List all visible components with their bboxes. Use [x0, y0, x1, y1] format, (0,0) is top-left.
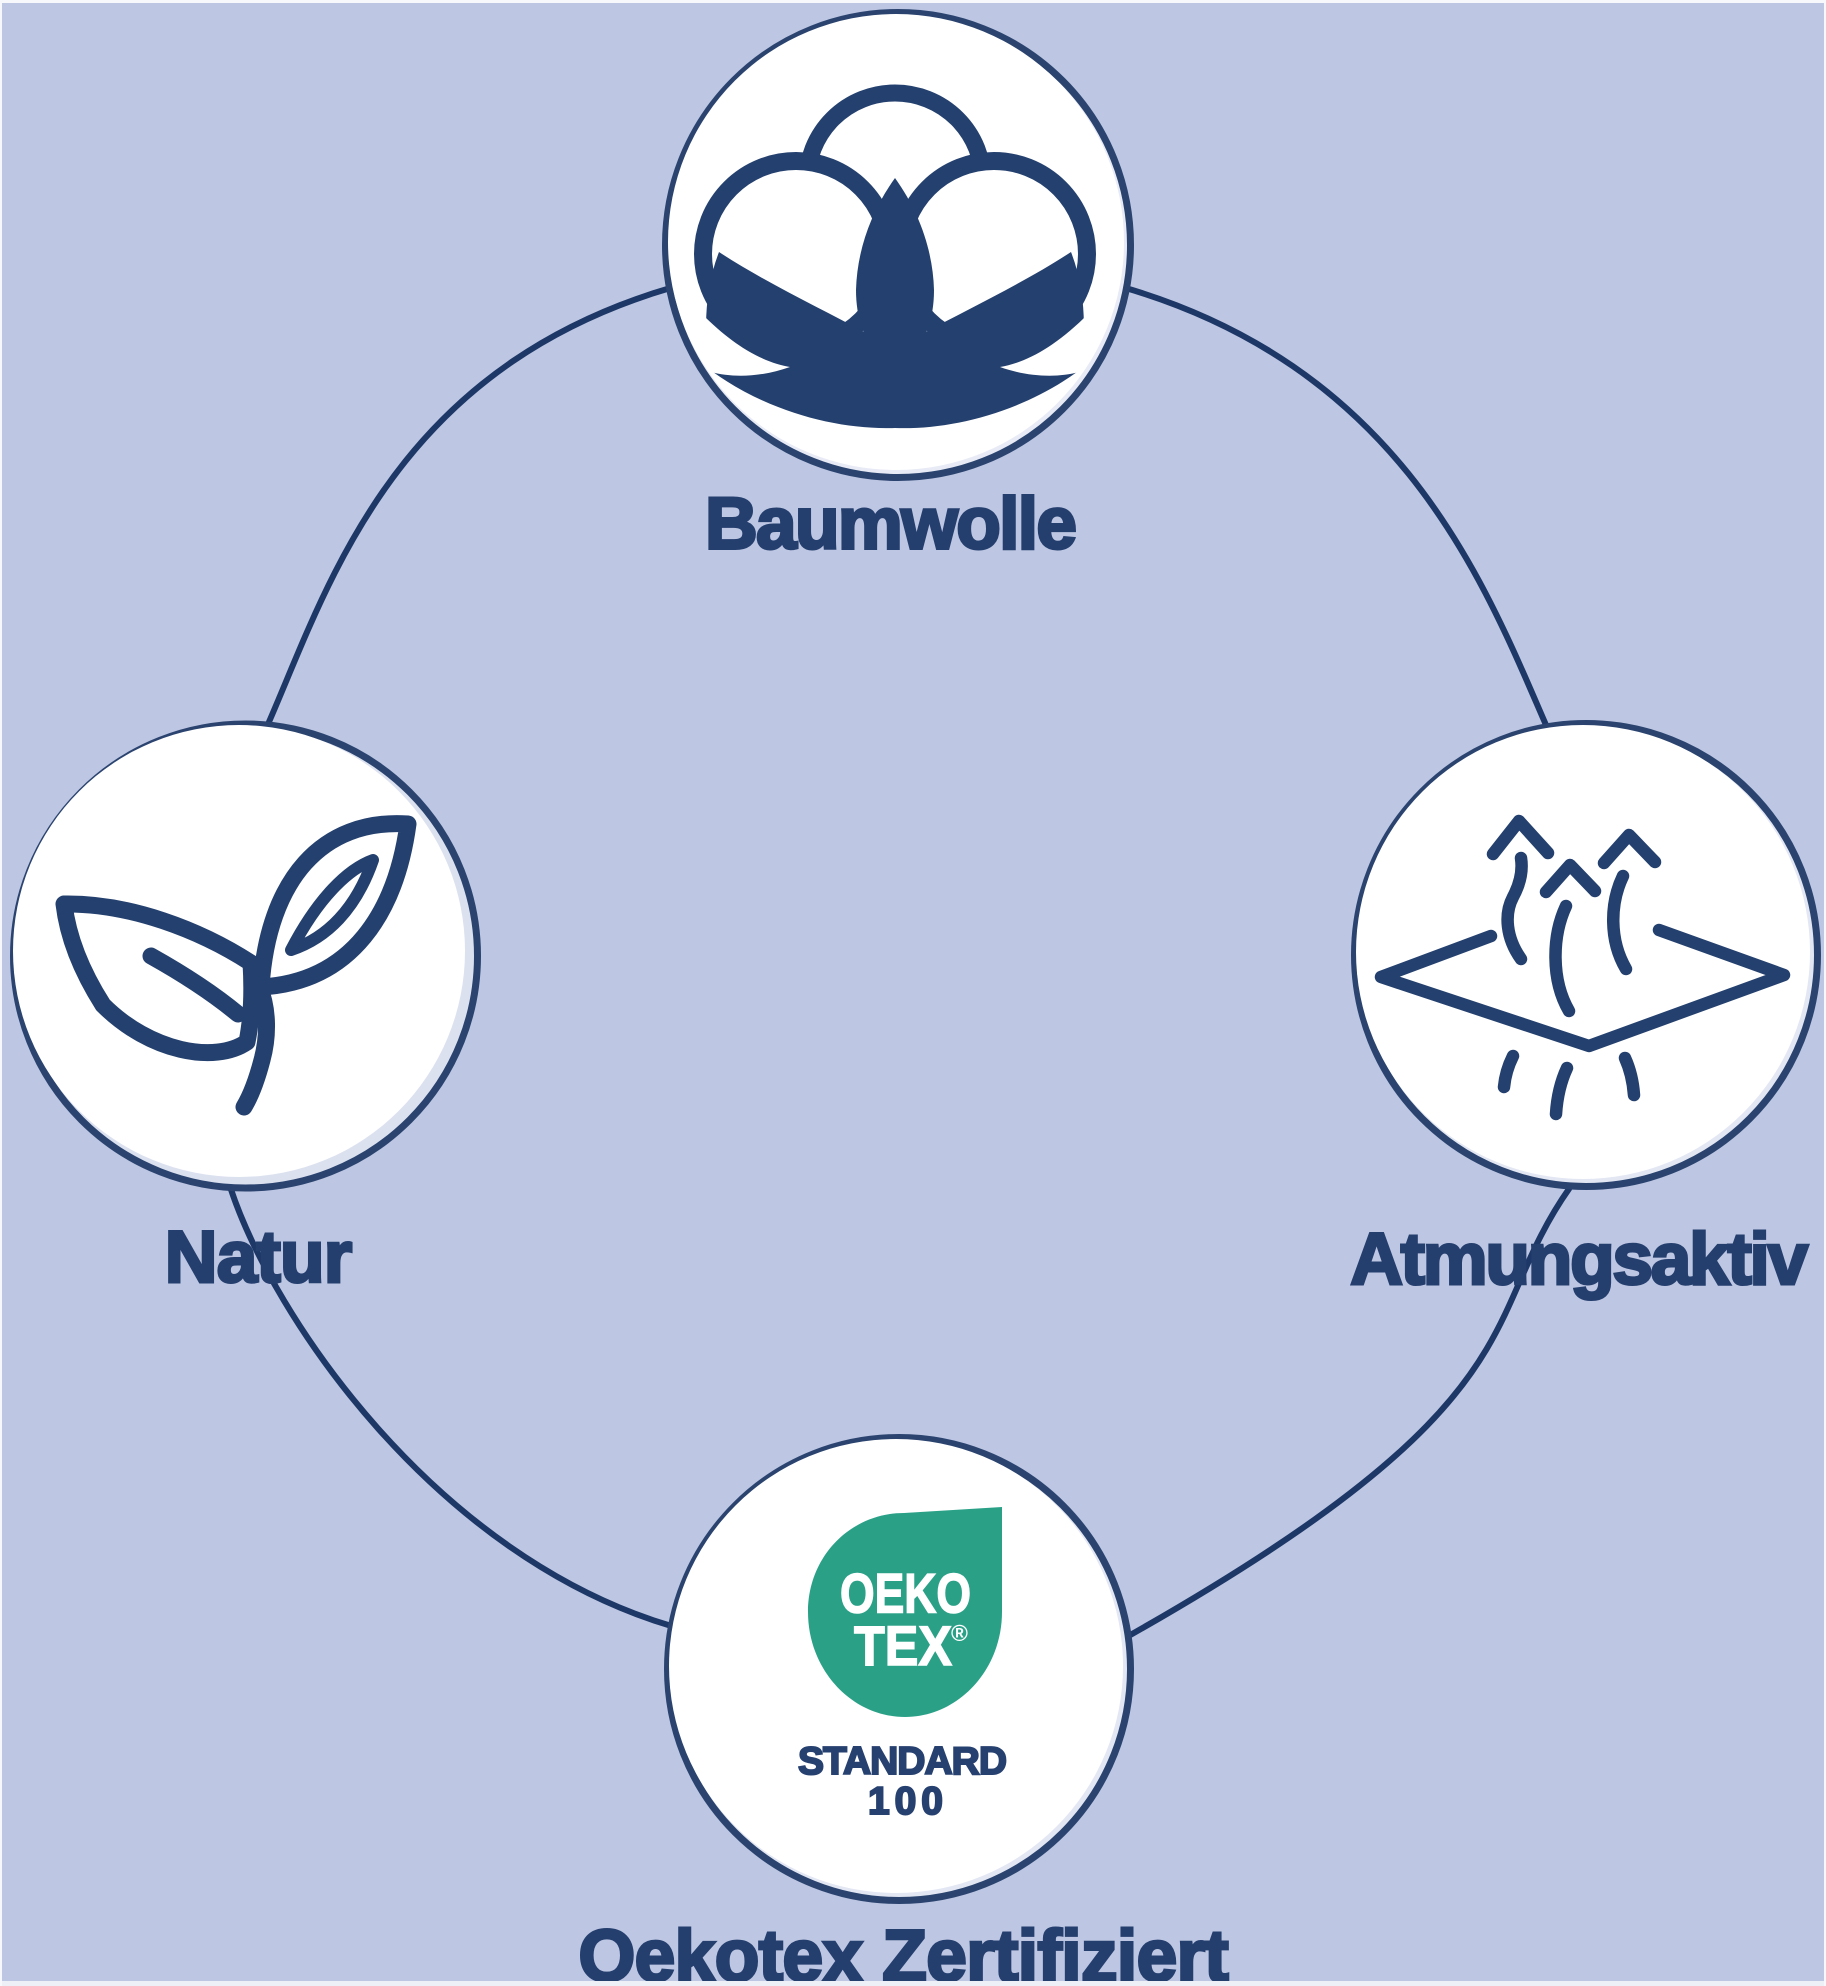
svg-text:Atmungsaktiv: Atmungsaktiv: [1350, 1219, 1808, 1300]
svg-text:100: 100: [868, 1780, 943, 1823]
svg-text:Natur: Natur: [165, 1217, 352, 1298]
svg-text:STANDARD: STANDARD: [798, 1740, 1007, 1783]
svg-text:Baumwolle: Baumwolle: [705, 484, 1077, 565]
svg-text:®: ®: [951, 1620, 968, 1646]
svg-text:OEKO: OEKO: [840, 1562, 971, 1625]
svg-text:TEX: TEX: [854, 1614, 952, 1677]
svg-text:Oekotex Zertifiziert: Oekotex Zertifiziert: [578, 1916, 1228, 1986]
